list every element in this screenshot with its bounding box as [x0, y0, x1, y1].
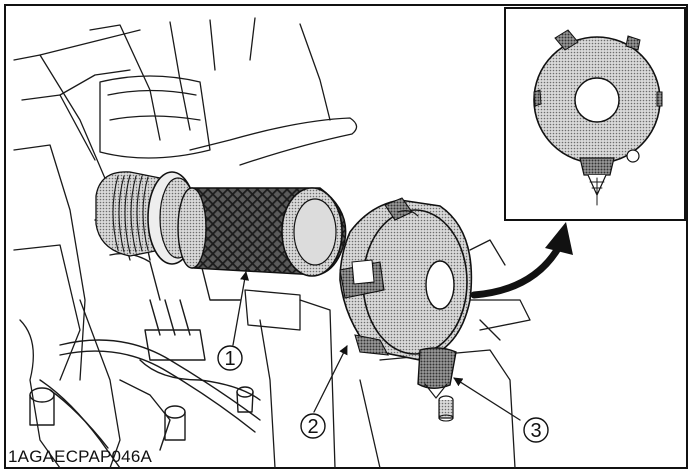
- callout-leaders: [232, 271, 521, 421]
- bolt: [438, 395, 454, 422]
- callout-1-number: 1: [224, 348, 235, 370]
- callout-3-number: 3: [530, 420, 541, 442]
- inset-top-view: [504, 7, 686, 221]
- callout-3: 3: [523, 417, 549, 443]
- callout-1: 1: [217, 345, 243, 371]
- intake-tube: [95, 171, 161, 257]
- evacuator-valve: [417, 347, 457, 399]
- element-cylinder: [177, 187, 347, 277]
- figure-code: 1AGAECPAP046A: [8, 447, 153, 466]
- cover: [339, 197, 473, 361]
- view-arrow: [470, 222, 573, 299]
- callout-2: 2: [300, 413, 326, 439]
- callout-2-number: 2: [307, 416, 318, 438]
